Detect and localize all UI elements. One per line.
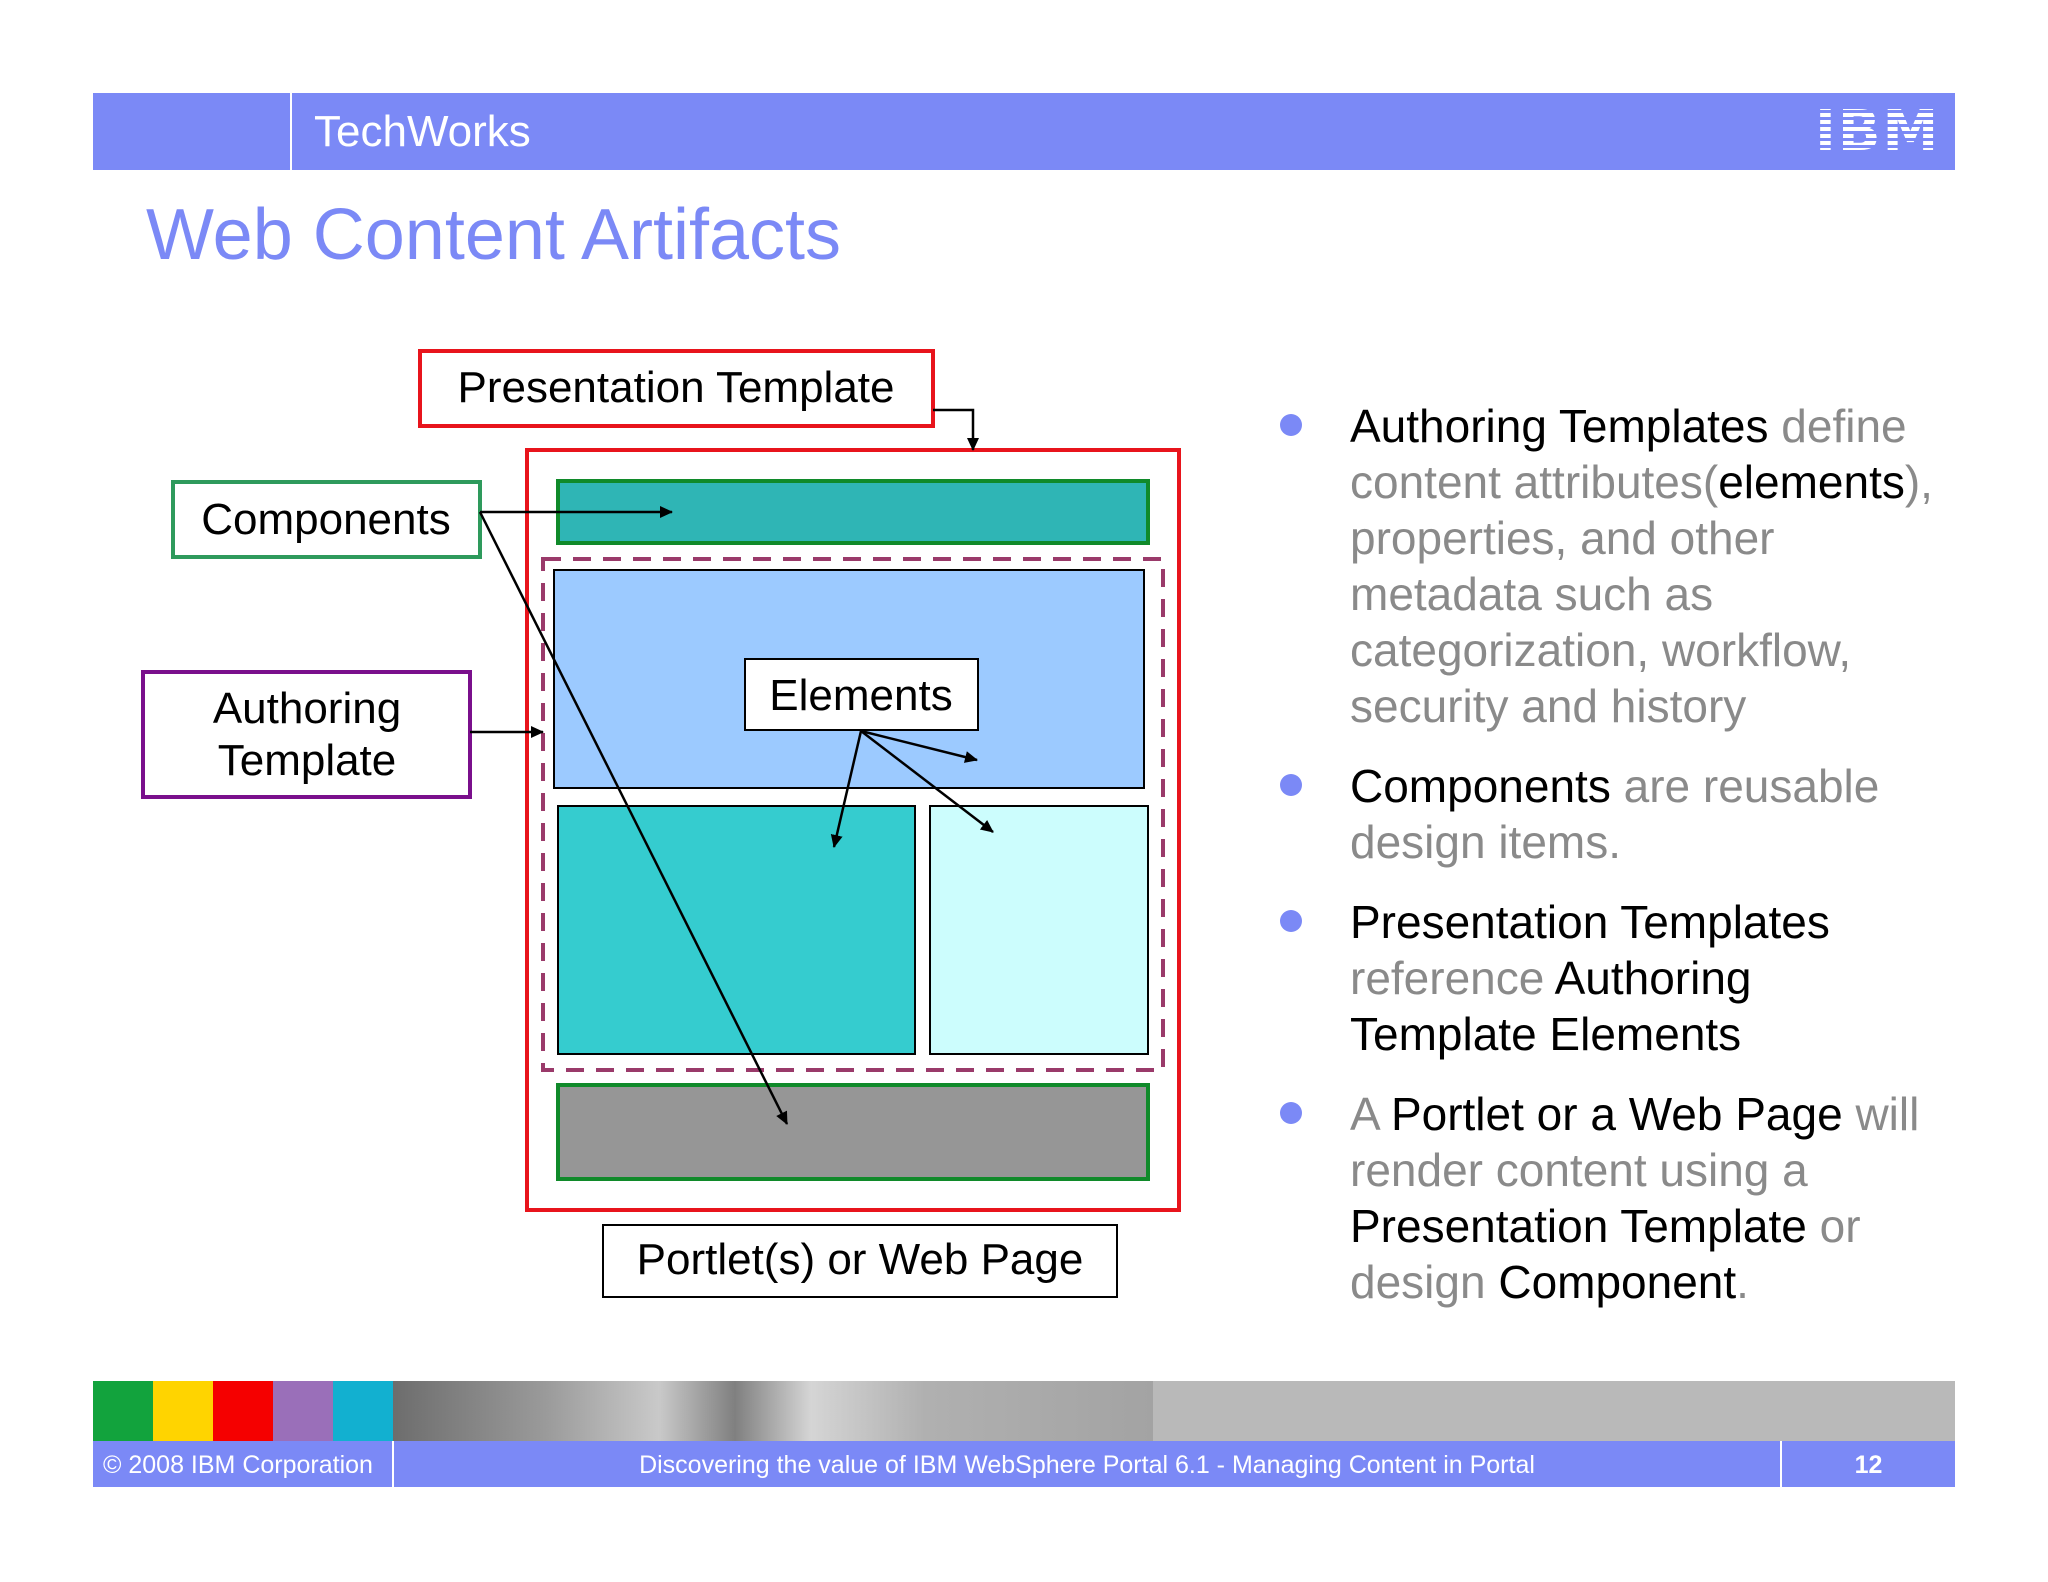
bullet-dot-icon — [1280, 774, 1302, 796]
left-element-block — [557, 805, 916, 1055]
arrow-elements-to-body — [860, 729, 978, 763]
bullet-text: will render content using a — [1350, 1088, 1920, 1196]
footer-divider — [392, 1441, 394, 1487]
presentation-template-label: Presentation Template — [457, 363, 894, 412]
bullet-text: reference — [1350, 952, 1555, 1004]
elements-label-box — [744, 658, 979, 731]
authoring-template-region — [541, 557, 1165, 1072]
authoring-template-label-line2: Template — [218, 736, 397, 785]
bullet-text: are reusable design items. — [1350, 760, 1880, 868]
color-swatch-purple — [273, 1381, 333, 1441]
bullet-highlight-text: Component — [1498, 1256, 1737, 1308]
bullet-dot-icon — [1280, 910, 1302, 932]
bullet-text: or design — [1350, 1200, 1861, 1308]
right-element-block — [929, 805, 1149, 1055]
authoring-template-label-box — [141, 670, 472, 799]
bullet-item: Authoring Templates define content attri… — [1270, 398, 1950, 734]
footer-component-block — [556, 1083, 1150, 1181]
bullet-item: A Portlet or a Web Page will render cont… — [1270, 1086, 1950, 1310]
color-swatch-yellow — [153, 1381, 213, 1441]
bullet-highlight-text: Portlet or a Web Page — [1390, 1088, 1843, 1140]
bullet-highlight-text: elements — [1718, 456, 1905, 508]
bullet-dot-icon — [1280, 414, 1302, 436]
presentation-template-label-box — [418, 349, 935, 428]
arrow-elements-to-left — [830, 730, 863, 848]
components-label: Components — [201, 495, 450, 544]
bullet-item: Presentation Templates reference Authori… — [1270, 894, 1950, 1062]
footer-page-number: 12 — [1854, 1451, 1883, 1479]
elements-label: Elements — [769, 671, 952, 720]
bullet-list: Authoring Templates define content attri… — [1270, 398, 1950, 1334]
ibm-logo: IBM — [1815, 99, 1941, 164]
bullet-text: define content attributes( — [1350, 400, 1907, 508]
page-title: Web Content Artifacts — [146, 195, 842, 275]
arrow-presentation-to-frame — [933, 408, 979, 451]
color-swatch-red — [213, 1381, 273, 1441]
arrow-elements-to-right — [860, 730, 994, 833]
bullet-text: A — [1350, 1088, 1391, 1140]
header-bar — [93, 93, 1955, 170]
bullet-text: ), properties, and other metadata such a… — [1350, 456, 1933, 732]
components-label-box — [171, 480, 482, 559]
bullet-highlight-text: Presentation Templates — [1350, 896, 1830, 948]
portlet-label: Portlet(s) or Web Page — [637, 1235, 1084, 1284]
footer-divider — [1780, 1441, 1782, 1487]
color-swatch-cyan — [333, 1381, 393, 1441]
bullet-highlight-text: Components — [1350, 760, 1611, 812]
portlet-label-box — [602, 1224, 1118, 1298]
header-title: TechWorks — [314, 107, 531, 156]
bullet-text: . — [1736, 1256, 1749, 1308]
header-left-block — [93, 93, 292, 170]
bullet-highlight-text: Authoring Template Elements — [1350, 952, 1752, 1060]
footer-bar — [93, 1441, 1955, 1487]
footer-copyright: © 2008 IBM Corporation — [103, 1451, 373, 1479]
bullet-dot-icon — [1280, 1102, 1302, 1124]
footer-photo-collage — [393, 1381, 1153, 1441]
arrow-components-to-footer — [478, 511, 789, 1125]
footer-presentation-title: Discovering the value of IBM WebSphere P… — [639, 1451, 1535, 1479]
bullet-highlight-text: Presentation Template — [1350, 1200, 1807, 1252]
color-swatch-green — [93, 1381, 153, 1441]
bullet-item: Components are reusable design items. — [1270, 758, 1950, 870]
authoring-template-label-line1: Authoring — [213, 684, 401, 733]
bullet-highlight-text: Authoring Templates — [1350, 400, 1769, 452]
